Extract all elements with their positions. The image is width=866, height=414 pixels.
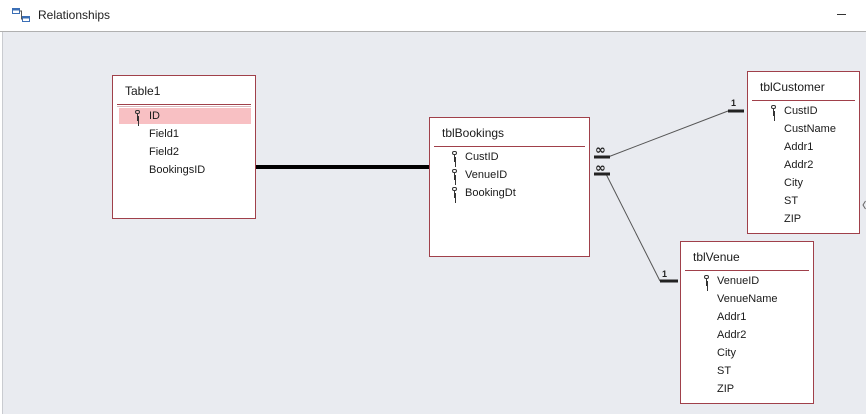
field-row-addr1[interactable]: Addr1 (687, 309, 809, 325)
field-row-bookingsid[interactable]: BookingsID (119, 162, 251, 178)
header-divider (434, 146, 585, 147)
field-row-venuename[interactable]: VenueName (687, 291, 809, 307)
field-label: Field1 (149, 128, 179, 140)
primary-key-icon (770, 105, 778, 117)
table-table1[interactable]: Table1 ID Field1 Field2 BookingsID (112, 75, 256, 219)
field-label: VenueName (717, 293, 778, 305)
field-label: City (717, 347, 736, 359)
field-row-custid[interactable]: CustID (754, 103, 855, 119)
field-row-addr2[interactable]: Addr2 (687, 327, 809, 343)
table-title: Table1 (125, 84, 161, 98)
field-label: Addr1 (784, 141, 814, 153)
field-label: ZIP (784, 213, 802, 225)
table-title: tblVenue (693, 250, 740, 264)
field-row-bookingdt[interactable]: BookingDt (436, 185, 585, 201)
field-label: ID (149, 110, 160, 122)
field-label: VenueID (465, 169, 508, 181)
field-row-id[interactable]: ID (119, 108, 251, 124)
field-row-zip[interactable]: ZIP (754, 211, 855, 227)
chevron-left-icon[interactable] (862, 200, 866, 210)
bookings-venue-line (605, 173, 661, 282)
bookings-customer-line (607, 110, 729, 158)
title-bar: Relationships (0, 0, 866, 32)
primary-key-icon (703, 275, 711, 287)
field-label: CustID (784, 105, 818, 117)
field-label: BookingDt (465, 187, 516, 199)
field-row-custname[interactable]: CustName (754, 121, 855, 137)
field-label: CustName (784, 123, 836, 135)
table-tblbookings[interactable]: tblBookings CustID VenueID BookingDt (429, 117, 590, 257)
many-label-venue: ∞ (595, 161, 606, 176)
primary-key-icon (134, 110, 142, 122)
header-divider (117, 104, 251, 105)
field-row-city[interactable]: City (687, 345, 809, 361)
one-label-customer: 1 (731, 98, 736, 108)
field-row-custid[interactable]: CustID (436, 149, 585, 165)
table-title: tblCustomer (760, 80, 825, 94)
field-row-city[interactable]: City (754, 175, 855, 191)
primary-key-icon (451, 169, 459, 181)
field-label: ZIP (717, 383, 735, 395)
field-row-zip[interactable]: ZIP (687, 381, 809, 397)
field-row-venueid[interactable]: VenueID (436, 167, 585, 183)
field-row-venueid[interactable]: VenueID (687, 273, 809, 289)
field-label: ST (717, 365, 732, 377)
field-label: Addr2 (717, 329, 747, 341)
field-label: Addr2 (784, 159, 814, 171)
field-row-field2[interactable]: Field2 (119, 144, 251, 160)
field-label: Field2 (149, 146, 179, 158)
field-label: BookingsID (149, 164, 206, 176)
window-title: Relationships (38, 8, 111, 22)
header-divider (752, 100, 855, 101)
primary-key-icon (451, 151, 459, 163)
field-row-st[interactable]: ST (687, 363, 809, 379)
many-label-customer: ∞ (595, 143, 606, 158)
header-divider (685, 270, 809, 271)
field-row-addr2[interactable]: Addr2 (754, 157, 855, 173)
field-label: ST (784, 195, 799, 207)
relationships-icon (12, 8, 30, 22)
field-row-st[interactable]: ST (754, 193, 855, 209)
field-row-addr1[interactable]: Addr1 (754, 139, 855, 155)
primary-key-icon (451, 187, 459, 199)
field-label: VenueID (717, 275, 760, 287)
field-label: CustID (465, 151, 499, 163)
table-title: tblBookings (442, 126, 505, 140)
one-label-venue: 1 (662, 269, 667, 279)
field-label: Addr1 (717, 311, 747, 323)
field-label: City (784, 177, 803, 189)
table-tblvenue[interactable]: tblVenue VenueID VenueName Addr1 Addr2 C… (680, 241, 814, 404)
table-tblcustomer[interactable]: tblCustomer CustID CustName Addr1 Addr2 … (747, 71, 860, 234)
header-divider (117, 106, 251, 107)
minimize-button[interactable] (836, 6, 848, 20)
field-row-field1[interactable]: Field1 (119, 126, 251, 142)
